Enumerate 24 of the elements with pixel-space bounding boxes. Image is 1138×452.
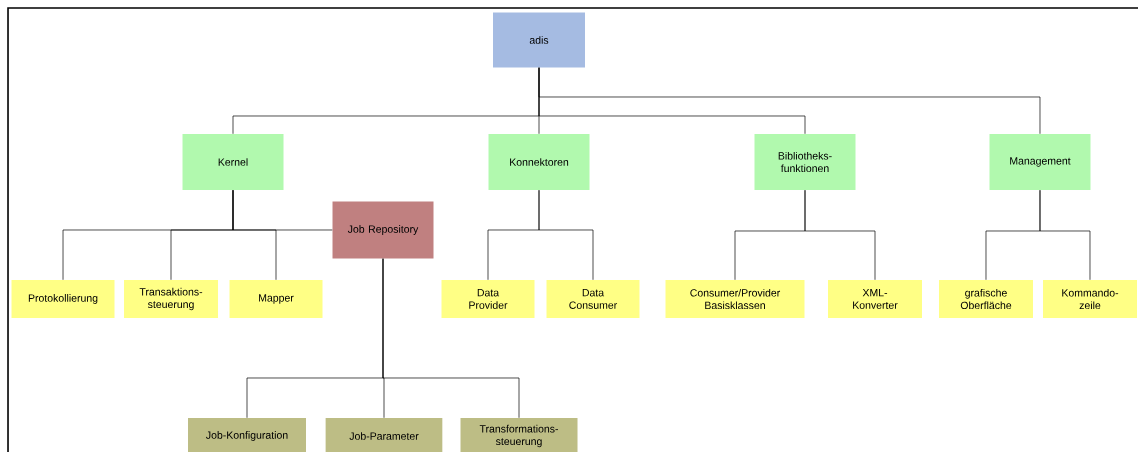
connector [804, 189, 876, 281]
connector [382, 258, 520, 419]
box: XML- Konverter [828, 280, 922, 318]
box: adis [493, 12, 585, 68]
box: Data Provider [441, 280, 535, 318]
box: Consumer/Provider Basisklassen [665, 280, 805, 318]
box: Protokollierung [11, 280, 115, 318]
connector [232, 189, 333, 231]
box: Mapper [229, 280, 323, 318]
box: grafische Oberfläche [939, 280, 1033, 318]
box: Management [989, 134, 1091, 190]
box: Transaktions- steuerung [124, 280, 218, 318]
box: Transformations- steuerung [460, 418, 578, 452]
connector [1039, 189, 1091, 281]
connector [538, 67, 1041, 135]
box: Job-Konfiguration [188, 418, 306, 452]
box: Job-Parameter [325, 418, 443, 452]
connector [538, 189, 594, 281]
box: Bibliotheks- funktionen [754, 134, 856, 190]
box: Konnektoren [488, 134, 590, 190]
box: Data Consumer [546, 280, 640, 318]
box: Kommando- zeile [1043, 280, 1137, 318]
box: Kernel [182, 134, 284, 190]
box: Job Repository [332, 201, 434, 259]
